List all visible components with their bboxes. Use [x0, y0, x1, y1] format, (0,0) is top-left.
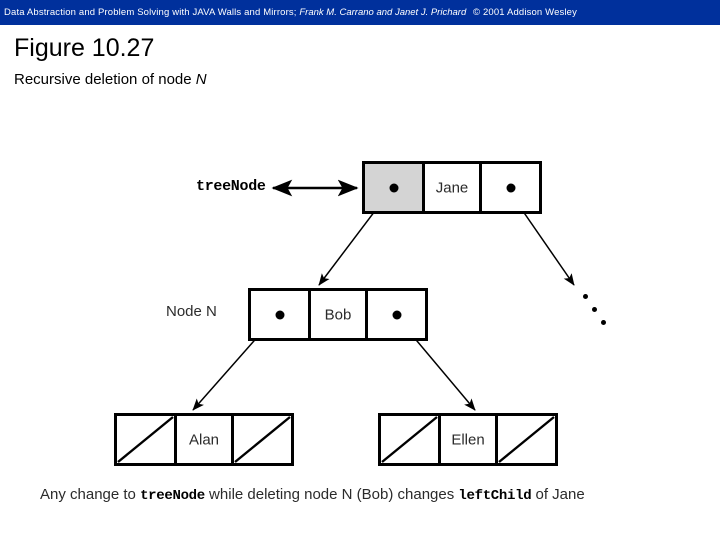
alan-right-child-cell[interactable] — [234, 416, 291, 463]
null-pointer-slash-icon — [381, 416, 438, 463]
jane-left-pointer-dot — [389, 183, 398, 192]
bob-right-pointer-dot — [392, 310, 401, 319]
tree-node-bob[interactable]: Bob — [248, 288, 428, 341]
tree-node-ellen[interactable]: Ellen — [378, 413, 558, 466]
slide-header-bar: Data Abstraction and Problem Solving wit… — [0, 0, 720, 25]
bob-left-pointer-dot — [275, 310, 284, 319]
header-text-authors: Frank M. Carrano and Janet J. Prichard — [299, 7, 467, 18]
null-pointer-slash-icon — [498, 416, 555, 463]
subtitle-node-name: N — [195, 71, 207, 88]
tree-node-alan[interactable]: Alan — [114, 413, 294, 466]
alan-value-label: Alan — [188, 431, 220, 448]
bob-value-cell: Bob — [308, 291, 368, 338]
caption-part-1: Any change to — [40, 486, 141, 503]
alan-value-cell: Alan — [174, 416, 234, 463]
tree-node-jane[interactable]: Jane — [362, 161, 542, 214]
caption-code-treenode: treeNode — [140, 488, 205, 504]
ellipsis-dot-3 — [601, 320, 606, 325]
alan-left-child-cell[interactable] — [117, 416, 174, 463]
figure-caption: Any change to treeNode while deleting no… — [40, 486, 585, 504]
null-pointer-slash-icon — [117, 416, 174, 463]
jane-right-child-cell[interactable] — [482, 164, 539, 211]
ellen-left-child-cell[interactable] — [381, 416, 438, 463]
header-text-book: Data Abstraction and Problem Solving wit… — [4, 7, 300, 18]
bob-value-label: Bob — [324, 306, 352, 323]
ellipsis-dot-1 — [583, 294, 588, 299]
caption-part-3: of Jane — [531, 486, 585, 503]
ellen-value-label: Ellen — [451, 431, 485, 448]
jane-right-pointer-dot — [506, 183, 515, 192]
jane-value-cell: Jane — [422, 164, 482, 211]
jane-value-label: Jane — [435, 179, 469, 196]
page-title: Figure 10.27 — [14, 34, 155, 62]
node-n-label: Node N — [166, 303, 217, 320]
subtitle-prefix: Recursive deletion of node — [14, 71, 196, 88]
ellen-value-cell: Ellen — [438, 416, 498, 463]
bob-left-child-cell[interactable] — [251, 291, 308, 338]
ellipsis-dot-2 — [592, 307, 597, 312]
jane-left-child-cell[interactable] — [365, 164, 422, 211]
ellen-right-child-cell[interactable] — [498, 416, 555, 463]
bob-right-child-cell[interactable] — [368, 291, 425, 338]
treenode-pointer-label: treeNode — [196, 178, 266, 195]
header-text-copyright: © 2001 Addison Wesley — [470, 7, 578, 18]
page-subtitle: Recursive deletion of node N — [14, 71, 207, 88]
null-pointer-slash-icon — [234, 416, 291, 463]
caption-part-2: while deleting node N (Bob) changes — [204, 486, 459, 503]
caption-code-leftchild: leftChild — [458, 488, 532, 504]
